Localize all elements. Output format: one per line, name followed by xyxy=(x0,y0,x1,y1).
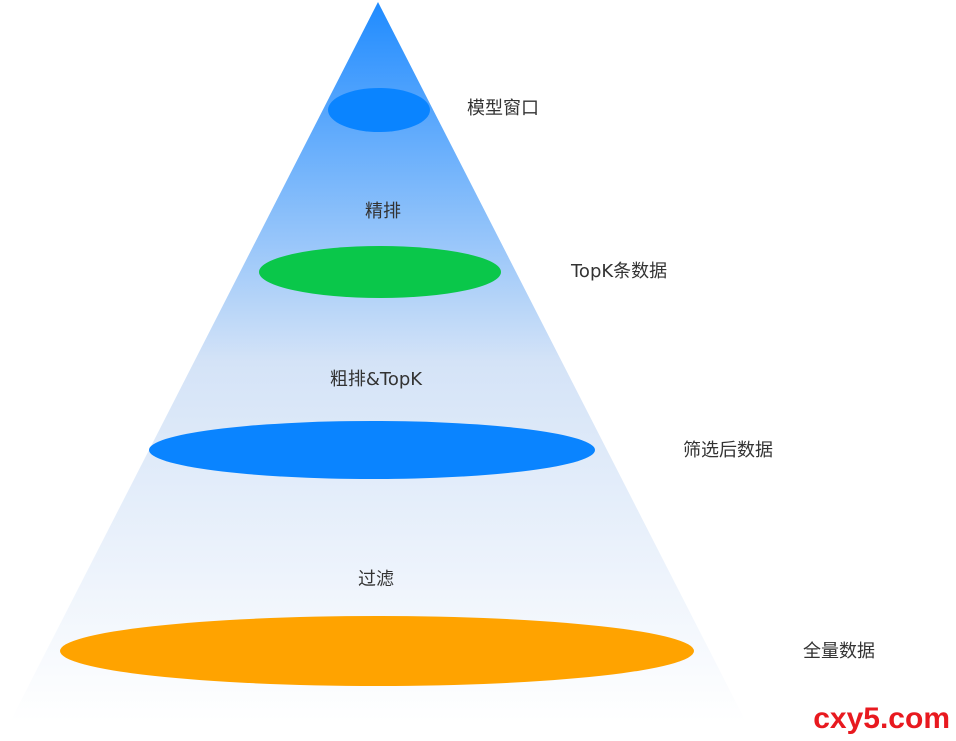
full-data-ellipse xyxy=(60,616,694,686)
pyramid-triangle xyxy=(10,2,746,722)
label-fine-ranking: 精排 xyxy=(365,201,401,222)
label-filtered-data: 筛选后数据 xyxy=(683,440,773,461)
label-filter: 过滤 xyxy=(358,569,394,590)
label-full-data: 全量数据 xyxy=(803,641,875,662)
label-model-window: 模型窗口 xyxy=(467,98,539,119)
label-coarse-ranking-topk: 粗排&TopK xyxy=(330,369,423,390)
model-window-ellipse xyxy=(328,88,430,132)
watermark-text: cxy5.com xyxy=(813,702,950,735)
topk-data-ellipse xyxy=(259,246,501,298)
label-topk-data: TopK条数据 xyxy=(570,261,667,282)
filtered-data-ellipse xyxy=(149,421,595,479)
